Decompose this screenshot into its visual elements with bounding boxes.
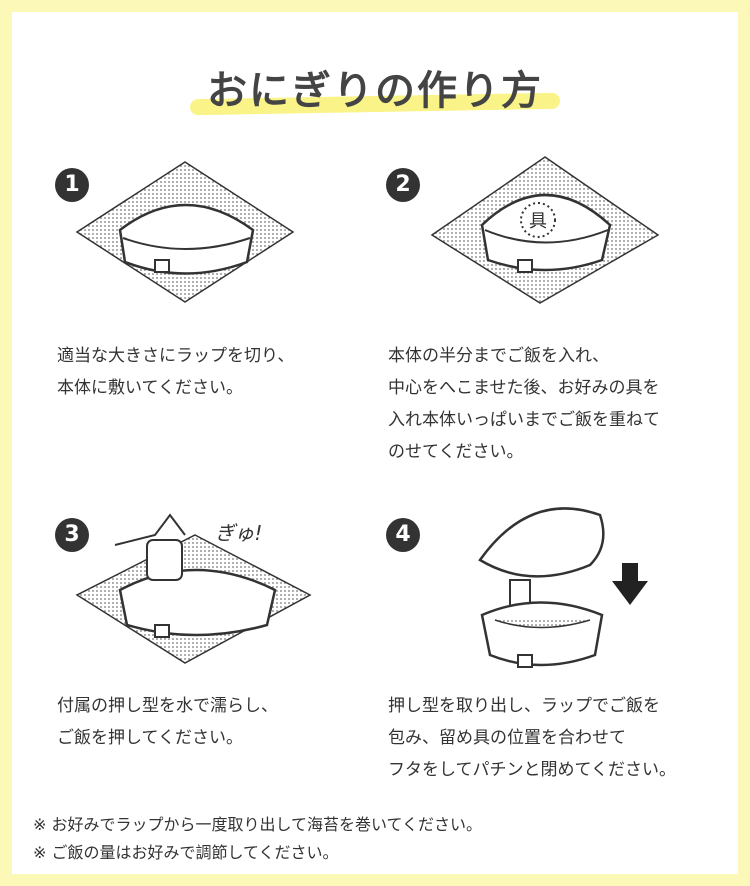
step-2-text: 本体の半分までご飯を入れ、 中心をへこませた後、お好みの具を 入れ本体いっぱいま…	[388, 346, 660, 462]
note-2: ※ ご飯の量はお好みで調節してください。	[33, 843, 339, 862]
down-arrow-icon	[612, 563, 648, 605]
page-title: おにぎりの作り方	[207, 68, 543, 114]
note-1: ※ お好みでラップから一度取り出して海苔を巻いてください。	[33, 815, 483, 834]
close-lid-illustration	[478, 507, 605, 668]
step-number-3: 3	[55, 518, 89, 552]
step-number-2: 2	[386, 168, 420, 202]
wrap-in-container-illustration	[75, 161, 295, 303]
step-1-text: 適当な大きさにラップを切り、 本体に敷いてください。	[57, 346, 295, 398]
filling-label: 具	[529, 211, 547, 232]
step-3-text: 付属の押し型を水で濡らし、 ご飯を押してください。	[57, 696, 278, 748]
press-rice-illustration: ぎゅ!	[75, 513, 312, 664]
squeeze-label: ぎゅ!	[215, 521, 262, 545]
rice-with-filling-illustration: 具	[430, 156, 660, 304]
card	[12, 12, 738, 874]
step-number-1: 1	[55, 168, 89, 202]
step-4-text: 押し型を取り出し、ラップでご飯を 包み、留め具の位置を合わせて フタをしてパチン…	[388, 696, 676, 780]
step-number-4: 4	[386, 518, 420, 552]
